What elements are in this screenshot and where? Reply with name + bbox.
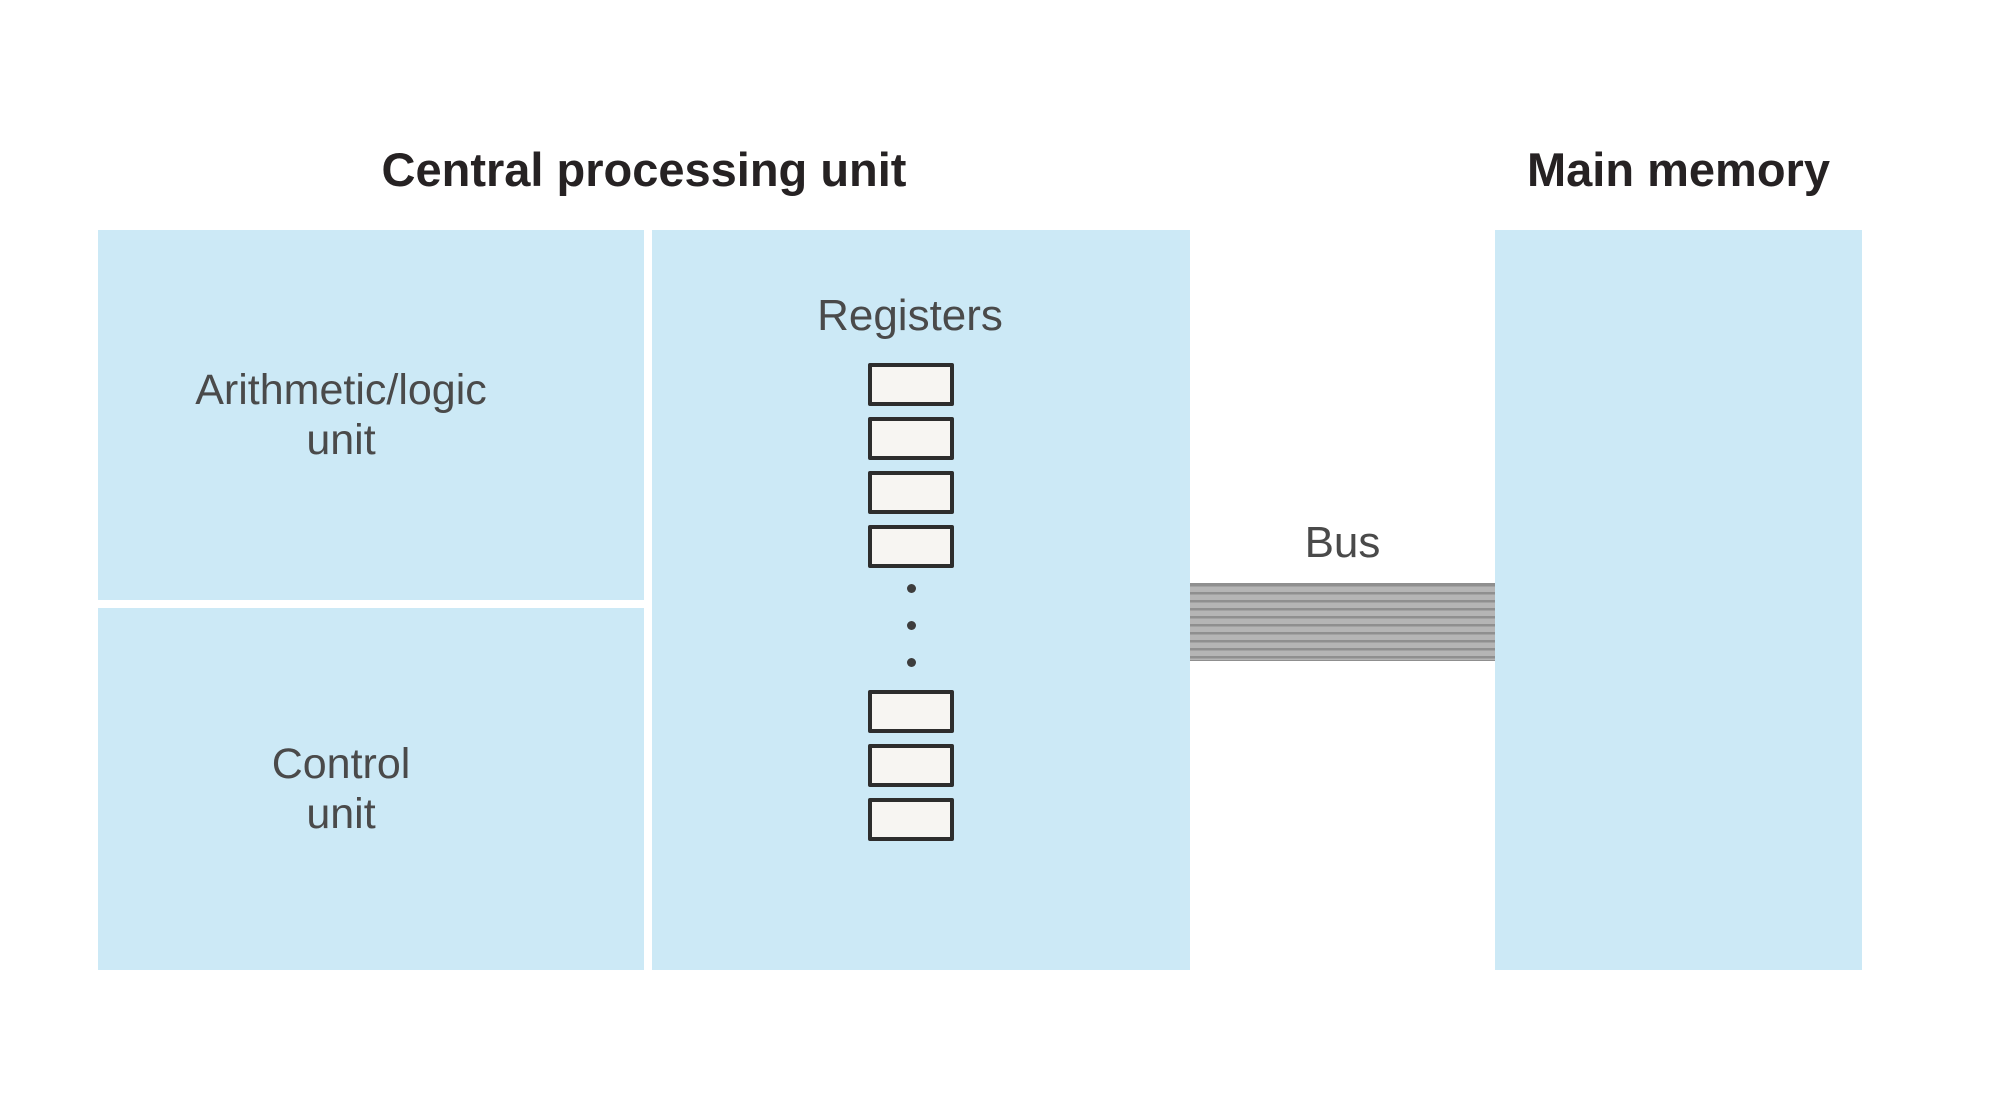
main-memory-box: [1495, 230, 1862, 970]
bus-band: [1190, 583, 1495, 661]
control-label-line2: unit: [306, 790, 376, 838]
control-unit-label: Control unit: [98, 739, 584, 839]
alu-label-line2: unit: [306, 416, 376, 464]
ellipsis-dot: [906, 658, 916, 667]
register-box: [868, 798, 954, 841]
registers-top-group: [868, 363, 954, 568]
control-unit-box: Control unit: [98, 608, 644, 970]
alu-box: Arithmetic/logic unit: [98, 230, 644, 600]
bus-label: Bus: [1304, 518, 1381, 567]
registers-ellipsis: [868, 584, 954, 667]
cpu-title: Central processing unit: [381, 143, 907, 196]
ellipsis-dot: [906, 584, 916, 593]
register-box: [868, 417, 954, 460]
ellipsis-dot: [906, 621, 916, 630]
registers-panel: Registers: [652, 230, 1190, 970]
register-box: [868, 525, 954, 568]
register-box: [868, 744, 954, 787]
alu-label: Arithmetic/logic unit: [98, 365, 584, 465]
main-memory-title: Main memory: [1527, 143, 1830, 196]
registers-label: Registers: [817, 291, 1003, 340]
control-label-line1: Control: [271, 740, 411, 788]
registers-bottom-group: [868, 690, 954, 841]
alu-label-line1: Arithmetic/logic: [195, 366, 487, 414]
register-box: [868, 363, 954, 406]
register-box: [868, 471, 954, 514]
register-box: [868, 690, 954, 733]
